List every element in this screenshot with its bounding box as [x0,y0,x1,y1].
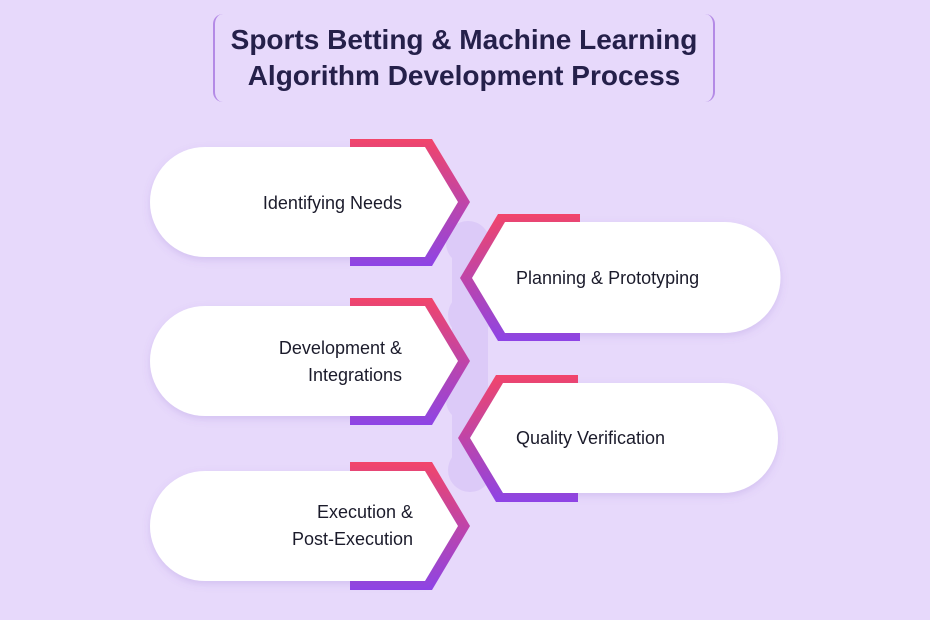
step-4-card [470,383,778,493]
step-3-card [150,306,458,416]
step-5 [150,462,470,590]
step-4 [458,375,778,502]
step-5-line-1: Execution & [316,502,413,522]
step-4-label: Quality Verification [516,415,756,461]
step-2-label: Planning & Prototyping [516,255,756,301]
title-frame: Sports Betting & Machine Learning Algori… [213,14,715,102]
step-5-card [150,471,458,581]
step-5-label: Execution & Post-Execution [160,499,413,553]
step-1-label: Identifying Needs [160,180,402,226]
step-1-card [150,147,458,257]
step-4-line-1: Quality Verification [516,427,666,448]
step-3-line-2: Integrations [307,365,402,385]
step-1-line-1: Identifying Needs [262,192,402,213]
step-2-line-1: Planning & Prototyping [516,267,700,288]
step-3-line-1: Development & [278,338,402,358]
step-1 [150,139,470,266]
step-2-card [472,222,781,333]
page-title: Sports Betting & Machine Learning Algori… [231,22,698,94]
step-3-label: Development & Integrations [160,335,402,389]
step-3 [150,298,470,425]
title-line-2: Algorithm Development Process [247,60,681,91]
step-2 [460,214,781,341]
step-5-line-2: Post-Execution [291,529,413,549]
title-line-1: Sports Betting & Machine Learning [230,24,698,55]
